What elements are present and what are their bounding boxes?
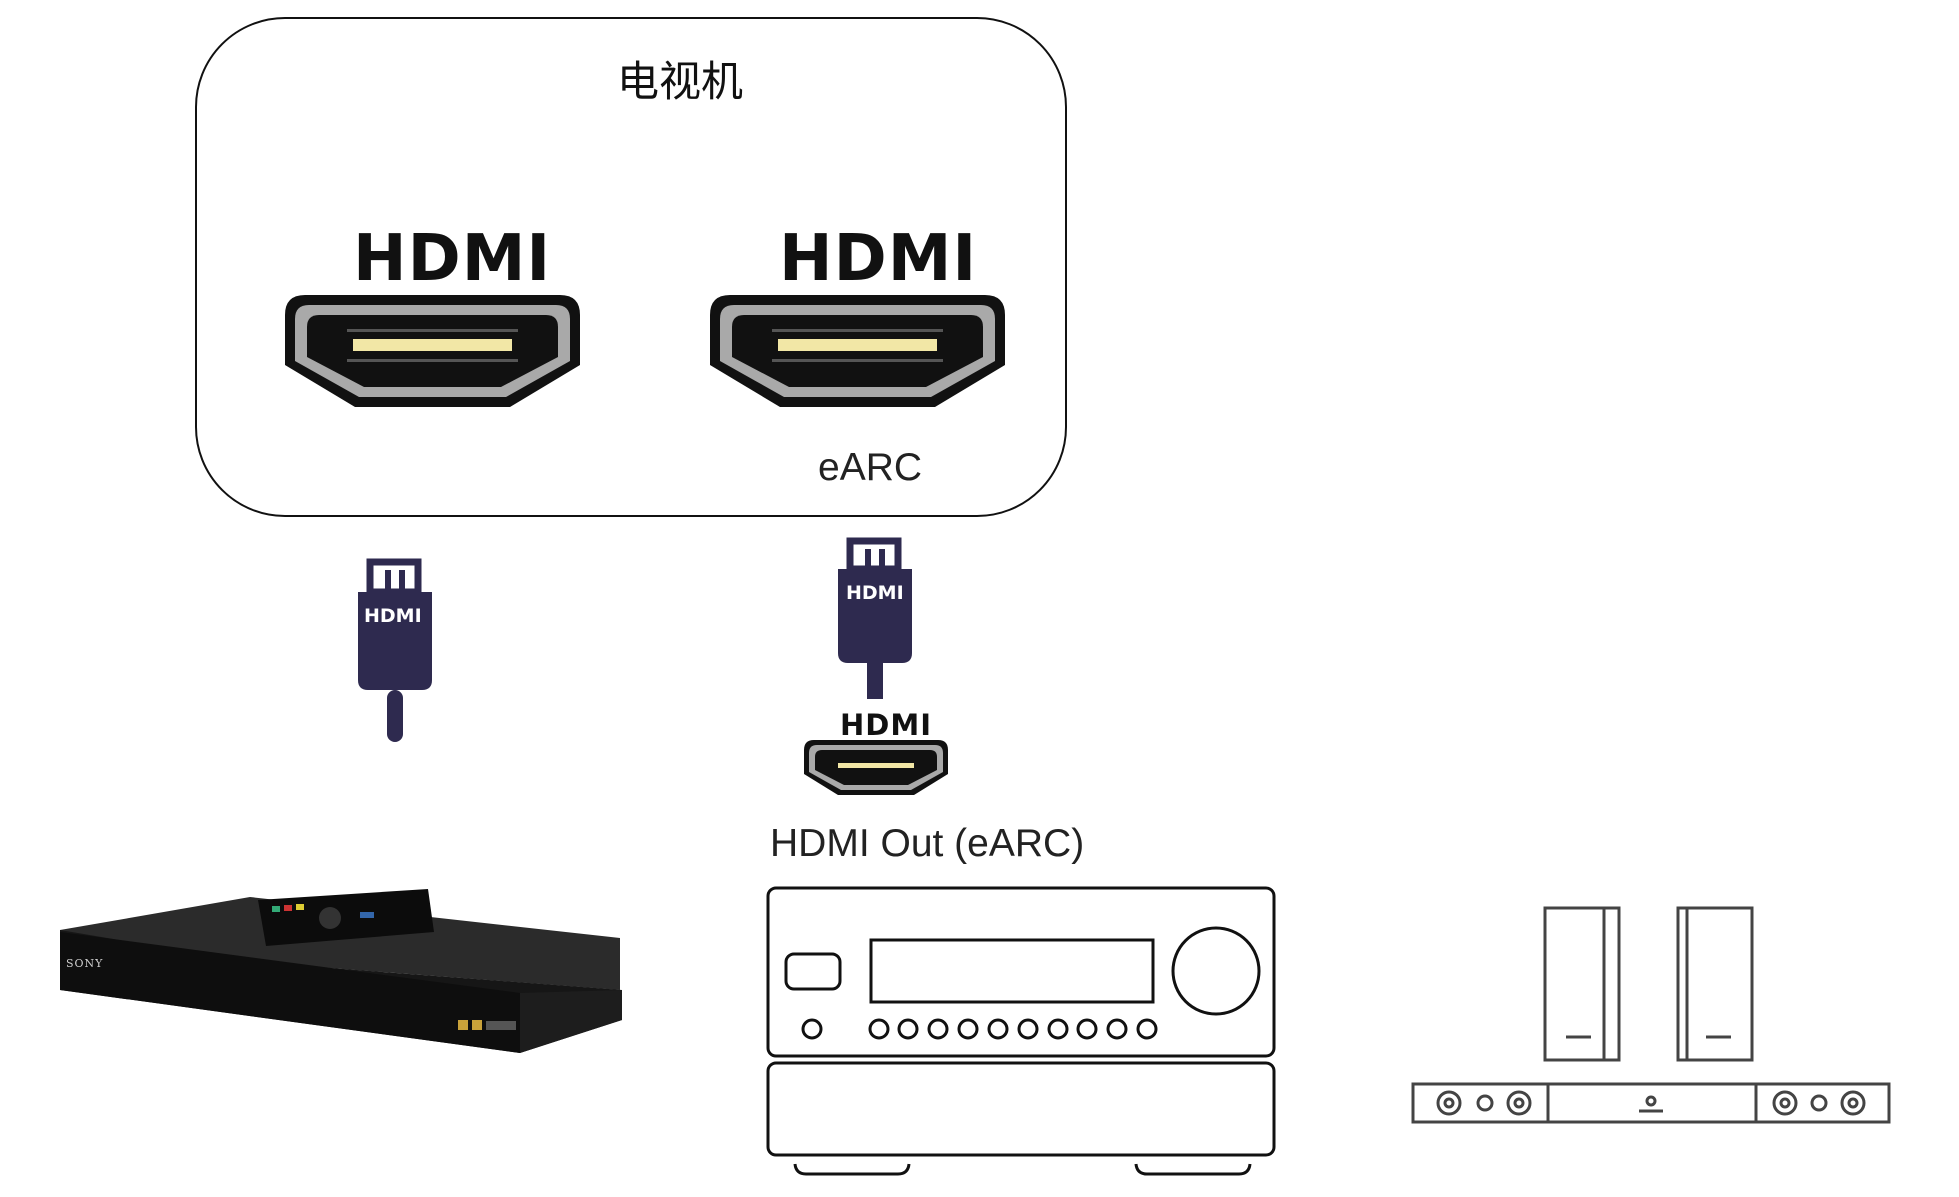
remote-control-icon (258, 889, 434, 946)
hdmi-plug-icon-left (358, 558, 432, 742)
tv-port-left-label: HDMI (353, 222, 552, 296)
tv-port-right-label: HDMI (779, 222, 978, 296)
receiver-hdmi-port-icon (804, 740, 948, 795)
tv-hdmi-port-icon (285, 295, 580, 407)
right-plug-label: HDMI (846, 582, 904, 604)
blu-ray-player-icon (60, 897, 622, 1053)
earc-label: eARC (818, 446, 923, 489)
soundbar-speakers-icon (1411, 906, 1891, 1124)
av-receiver-icon (766, 886, 1276, 1176)
player-brand-label: SONY (66, 957, 104, 970)
hdmi-plug-icon-right (838, 537, 912, 699)
left-plug-label: HDMI (364, 605, 422, 627)
tv-hdmi-earc-port-icon (710, 295, 1005, 407)
hdmi-out-earc-label: HDMI Out (eARC) (770, 822, 1085, 865)
tv-title: 电视机 (616, 57, 743, 106)
tv-frame (195, 17, 1067, 517)
receiver-port-label: HDMI (840, 708, 932, 742)
